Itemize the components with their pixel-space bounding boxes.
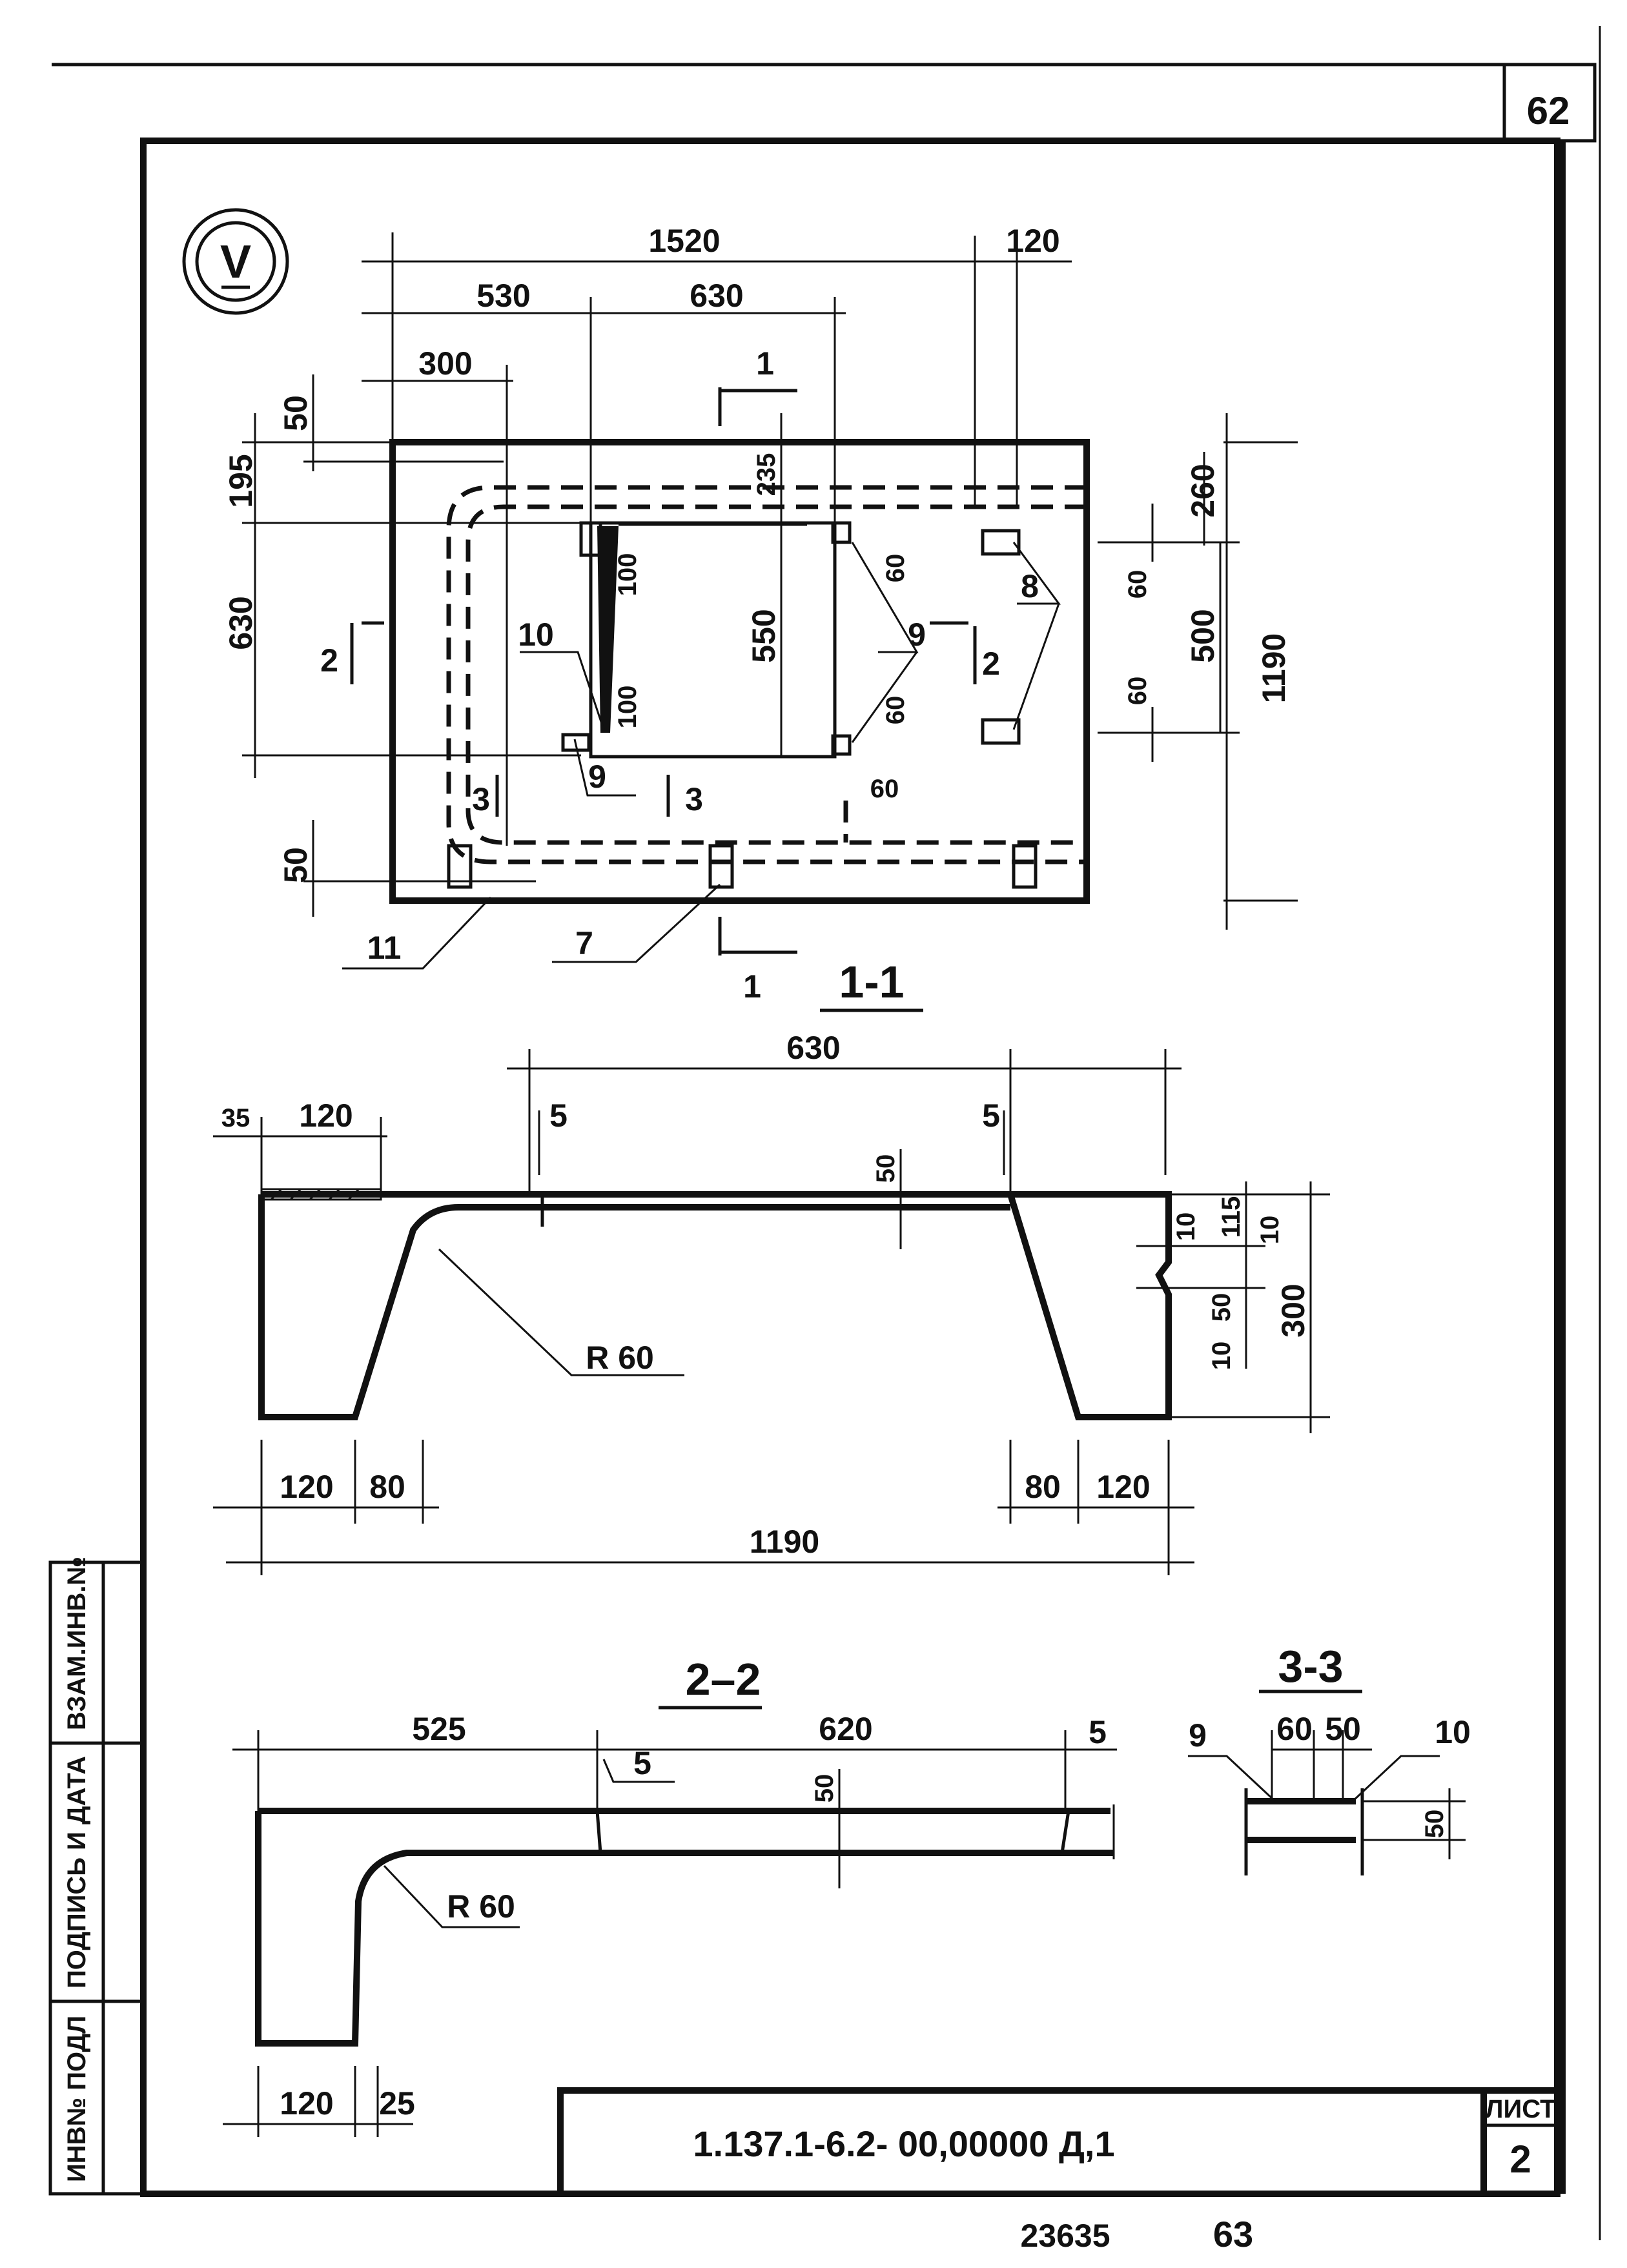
sheet-number: 2 [1509, 2138, 1531, 2181]
s11-dim-10-b: 10 [1256, 1216, 1284, 1245]
s11-dim-80-left: 80 [369, 1469, 405, 1505]
s11-dim-630: 630 [786, 1030, 840, 1066]
section-3-3-title: 3-3 [1278, 1641, 1343, 1691]
plan-dim-630: 630 [690, 278, 743, 314]
cut-mark-3-right: 3 [685, 781, 703, 817]
s22-radius: R 60 [447, 1888, 515, 1925]
plan-dim-260: 260 [1185, 464, 1221, 517]
plan-dim-50-bottom: 50 [278, 847, 314, 883]
plan-dim-100-bottom: 100 [613, 686, 642, 729]
title-block [557, 2087, 1560, 2197]
plan-dim-60-e: 60 [1123, 677, 1152, 706]
s22-dim-25: 25 [379, 2085, 415, 2121]
s22-dim-120: 120 [280, 2085, 333, 2121]
plan-dim-1190: 1190 [1256, 633, 1292, 703]
plan-view [242, 232, 1298, 970]
s22-dim-620: 620 [819, 1711, 872, 1747]
s33-leader-10: 10 [1435, 1714, 1471, 1750]
plan-dim-60-c: 60 [870, 775, 899, 803]
stamp-substitution: ВЗАМ.ИНВ.№ [63, 1557, 91, 1730]
s11-dim-5-left: 5 [549, 1098, 568, 1134]
s33-dim-50-top: 50 [1325, 1711, 1361, 1747]
plan-leader-7: 7 [575, 925, 593, 961]
plan-dim-300: 300 [418, 345, 472, 382]
s33-dim-50-right: 50 [1420, 1810, 1449, 1839]
stamp-signature-date: ПОДПИСЬ И ДАТА [63, 1756, 91, 1988]
cut-mark-1-bottom: 1 [743, 968, 761, 1005]
plan-dim-550: 550 [746, 609, 782, 662]
sheet-frame [52, 26, 1601, 2240]
cut-mark-2-right: 2 [982, 646, 1000, 682]
s11-dim-10-a: 10 [1172, 1212, 1200, 1241]
cut-mark-3-left: 3 [472, 781, 490, 817]
s11-dim-50-right: 50 [1207, 1293, 1236, 1322]
cut-mark-1-top: 1 [756, 345, 774, 382]
s11-radius: R 60 [586, 1340, 654, 1376]
view-mark-letter: V [220, 236, 251, 288]
s22-dim-5-left: 5 [633, 1745, 651, 1781]
s33-leader-9: 9 [1189, 1717, 1207, 1753]
side-stamp-column [48, 1560, 145, 2196]
plan-dim-60-a: 60 [881, 554, 910, 583]
s22-dim-5-right: 5 [1089, 1714, 1107, 1750]
view-mark [182, 208, 289, 315]
s33-dim-60: 60 [1276, 1711, 1313, 1747]
s11-dim-300: 300 [1275, 1283, 1311, 1337]
plan-leader-9-left: 9 [588, 759, 606, 795]
plan-dim-500: 500 [1185, 609, 1221, 662]
s11-dim-5-right: 5 [982, 1098, 1000, 1134]
s11-dim-120-right: 120 [1096, 1469, 1150, 1505]
plan-dim-630-left: 630 [223, 596, 259, 649]
plan-dim-60-b: 60 [881, 696, 910, 725]
section-1-1 [213, 1008, 1330, 1575]
s11-dim-50: 50 [872, 1154, 900, 1183]
plan-dim-195: 195 [223, 454, 259, 507]
stamp-inventory: ИНВ№ ПОДЛ [63, 2016, 91, 2182]
section-3-3 [1188, 1690, 1466, 1875]
cut-mark-2-left: 2 [320, 642, 338, 679]
section-2-2 [223, 1706, 1117, 2137]
corner-number: 62 [1527, 89, 1570, 132]
plan-dim-60-d: 60 [1123, 570, 1152, 599]
s11-dim-1190: 1190 [750, 1524, 819, 1560]
plan-dim-overall-width: 1520 [648, 223, 720, 259]
plan-dim-120: 120 [1006, 223, 1059, 259]
sheet-label: ЛИСТ [1485, 2095, 1555, 2123]
plan-leader-10: 10 [518, 617, 554, 653]
s11-dim-115: 115 [1217, 1196, 1245, 1238]
plan-dim-100-top: 100 [613, 553, 642, 597]
s22-dim-50: 50 [810, 1774, 839, 1803]
section-2-2-title: 2–2 [686, 1654, 761, 1704]
s11-dim-35: 35 [221, 1104, 251, 1132]
s11-dim-120: 120 [299, 1098, 353, 1134]
s11-dim-10-c: 10 [1207, 1342, 1236, 1371]
plan-dim-235: 235 [752, 453, 781, 496]
plan-leader-11: 11 [367, 930, 402, 966]
s11-dim-120-left: 120 [280, 1469, 333, 1505]
s11-dim-80-right: 80 [1025, 1469, 1061, 1505]
plan-dim-50-top: 50 [278, 395, 314, 431]
s22-dim-525: 525 [412, 1711, 466, 1747]
plan-dim-530: 530 [476, 278, 530, 314]
bottom-handwritten-number: 63 [1213, 2214, 1253, 2254]
section-1-1-title: 1-1 [839, 957, 904, 1007]
bottom-scribble: 23635 [1020, 2218, 1110, 2254]
document-code: 1.137.1-6.2- 00,00000 Д,1 [693, 2123, 1114, 2164]
plan-leader-8: 8 [1021, 568, 1039, 604]
plan-leader-9-right: 9 [908, 617, 926, 653]
